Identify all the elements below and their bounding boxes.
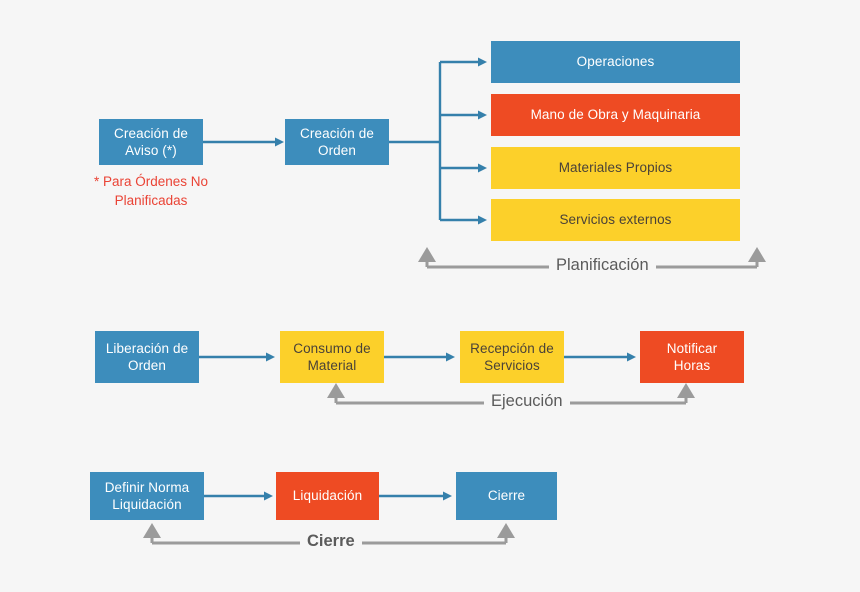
node-operaciones-label: Operaciones (576, 54, 655, 70)
node-definir-norma-liquidacion[interactable]: Definir Norma Liquidación (90, 472, 204, 520)
node-recepcion-servicios[interactable]: Recepción de Servicios (460, 331, 564, 383)
node-liberacion-orden-label: Liberación de Orden (105, 340, 189, 373)
phase-label-planificacion: Planificación (549, 256, 656, 275)
node-cierre[interactable]: Cierre (456, 472, 557, 520)
note-ordenes-no-planificadas: * Para Órdenes No Planificadas (93, 174, 209, 208)
node-consumo-material-label: Consumo de Material (293, 340, 371, 373)
node-liquidacion-label: Liquidación (292, 488, 363, 504)
node-notificar-horas[interactable]: Notificar Horas (640, 331, 744, 383)
node-mano-de-obra[interactable]: Mano de Obra y Maquinaria (491, 94, 740, 136)
node-mano-de-obra-label: Mano de Obra y Maquinaria (530, 107, 701, 123)
node-consumo-material[interactable]: Consumo de Material (280, 331, 384, 383)
phase-label-ejecucion: Ejecución (484, 392, 570, 411)
node-creacion-orden-label: Creación de Orden (300, 125, 374, 158)
node-creacion-orden[interactable]: Creación de Orden (285, 119, 389, 165)
node-cierre-label: Cierre (487, 488, 526, 504)
node-creacion-aviso[interactable]: Creación de Aviso (*) (99, 119, 203, 165)
phase-label-cierre: Cierre (300, 532, 362, 551)
node-liquidacion[interactable]: Liquidación (276, 472, 379, 520)
node-creacion-aviso-label: Creación de Aviso (*) (114, 125, 188, 158)
node-servicios-externos[interactable]: Servicios externos (491, 199, 740, 241)
node-servicios-externos-label: Servicios externos (559, 212, 672, 228)
node-operaciones[interactable]: Operaciones (491, 41, 740, 83)
node-liberacion-orden[interactable]: Liberación de Orden (95, 331, 199, 383)
node-definir-norma-liquidacion-label: Definir Norma Liquidación (104, 479, 190, 512)
node-notificar-horas-label: Notificar Horas (666, 340, 718, 373)
node-materiales-propios[interactable]: Materiales Propios (491, 147, 740, 189)
node-recepcion-servicios-label: Recepción de Servicios (470, 340, 554, 373)
node-materiales-propios-label: Materiales Propios (558, 160, 673, 176)
